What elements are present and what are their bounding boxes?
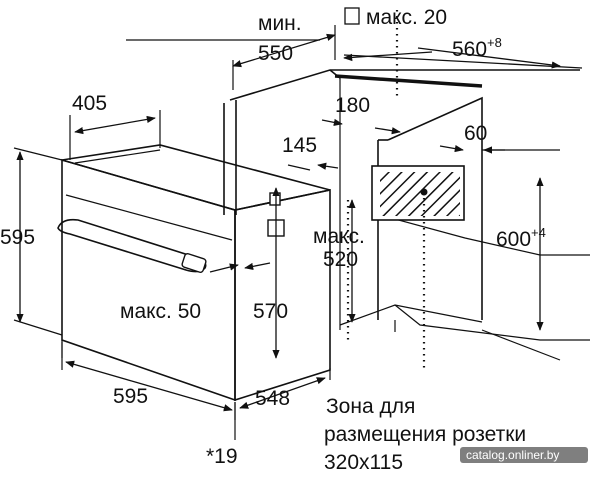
- cabinet-height-value: 600: [496, 228, 531, 251]
- dim-548-label: 548: [255, 387, 290, 410]
- min-depth-value: 550: [258, 42, 293, 65]
- oven-depth-top-label: 405: [72, 92, 107, 115]
- oven-handle: [57, 218, 207, 273]
- oven-width-label: 595: [113, 385, 148, 408]
- dim-570-label: 570: [253, 300, 288, 323]
- dimension-labels: мин. макс. 20 550 560+8 405 180 145 60 м…: [0, 6, 546, 468]
- cabinet-niche: [223, 69, 590, 361]
- footnote-19: *19: [206, 445, 238, 468]
- cabinet-height-label: 600+4: [496, 225, 546, 251]
- zone-line-2: размещения розетки: [324, 423, 526, 446]
- zone-line-1: Зона для: [326, 395, 415, 418]
- cabinet-height-tolerance: +4: [531, 225, 546, 240]
- oven: [57, 144, 331, 402]
- cabinet-width-tolerance: +8: [487, 35, 502, 50]
- zone-line-3: 320x115: [324, 451, 403, 474]
- dim-60-label: 60: [464, 122, 487, 145]
- cabinet-width-label: 560+8: [452, 35, 502, 61]
- dimension-lines: [13, 25, 583, 440]
- oven-height-label: 595: [0, 226, 35, 249]
- max520-value: 520: [323, 248, 358, 271]
- cabinet-width-value: 560: [452, 38, 487, 61]
- max20-box-icon: [344, 7, 360, 25]
- max520-label: макс.: [313, 225, 365, 248]
- watermark: catalog.onliner.by: [460, 447, 588, 463]
- socket-zone-caption: Зона для размещения розетки 320x115: [324, 395, 526, 474]
- socket-zone: [371, 165, 465, 221]
- center-lines: [346, 10, 426, 372]
- min-label: мин.: [258, 12, 302, 35]
- max20-label: макс. 20: [366, 6, 447, 29]
- max50-label: макс. 50: [120, 300, 201, 323]
- watermark-text: catalog.onliner.by: [466, 448, 559, 462]
- dim-180-label: 180: [335, 94, 370, 117]
- dim-145-label: 145: [282, 134, 317, 157]
